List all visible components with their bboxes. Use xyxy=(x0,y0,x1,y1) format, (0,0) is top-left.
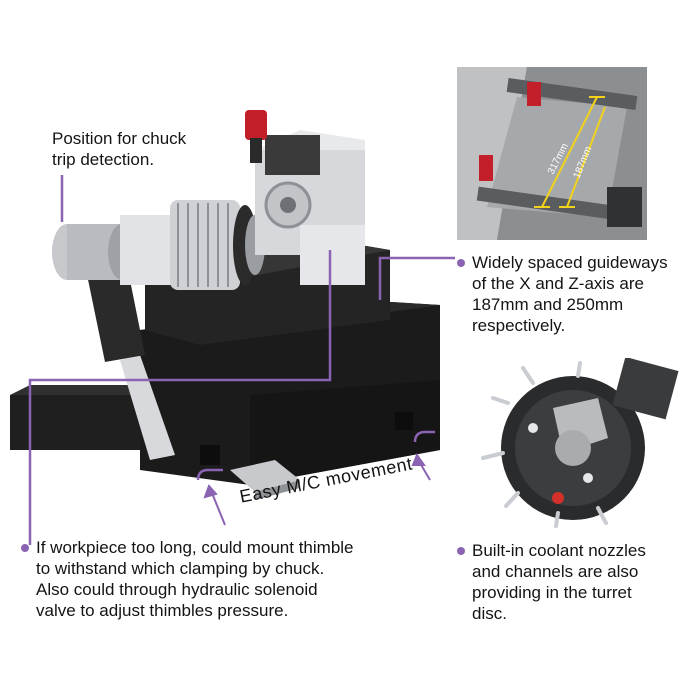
spindle-fins xyxy=(170,200,240,290)
callout-line: Position for chuck xyxy=(52,129,187,148)
callout-line: Built-in coolant nozzles xyxy=(472,541,646,560)
callout-line: respectively. xyxy=(472,316,566,335)
callout-chuck-detection: Position for chuck trip detection. xyxy=(52,128,186,170)
coolant-nozzle-red xyxy=(552,492,564,504)
red-rail-block xyxy=(479,155,493,181)
callout-guideways: Widely spaced guideways of the X and Z-a… xyxy=(457,252,668,336)
callout-line: providing in the turret xyxy=(472,583,632,602)
callout-line: If workpiece too long, could mount thimb… xyxy=(36,538,354,557)
callout-line: trip detection. xyxy=(52,150,155,169)
callout-line: Widely spaced guideways xyxy=(472,253,668,272)
callout-coolant: Built-in coolant nozzles and channels ar… xyxy=(457,540,646,624)
callout-thimble: If workpiece too long, could mount thimb… xyxy=(21,537,354,621)
callout-line: and channels are also xyxy=(472,562,639,581)
callout-line: disc. xyxy=(472,604,507,623)
callout-line: 187mm and 250mm xyxy=(472,295,624,314)
turret-disc-photo xyxy=(478,358,680,528)
callout-line: to withstand which clamping by chuck. xyxy=(36,559,325,578)
callout-line: valve to adjust thimbles pressure. xyxy=(36,601,289,620)
red-rail-block xyxy=(527,82,541,106)
guideway-inset-photo: 317mm 187mm xyxy=(457,67,647,240)
callout-line: of the X and Z-axis are xyxy=(472,274,644,293)
callout-line: Also could through hydraulic solenoid xyxy=(36,580,318,599)
spindle-motor-red xyxy=(245,110,267,140)
